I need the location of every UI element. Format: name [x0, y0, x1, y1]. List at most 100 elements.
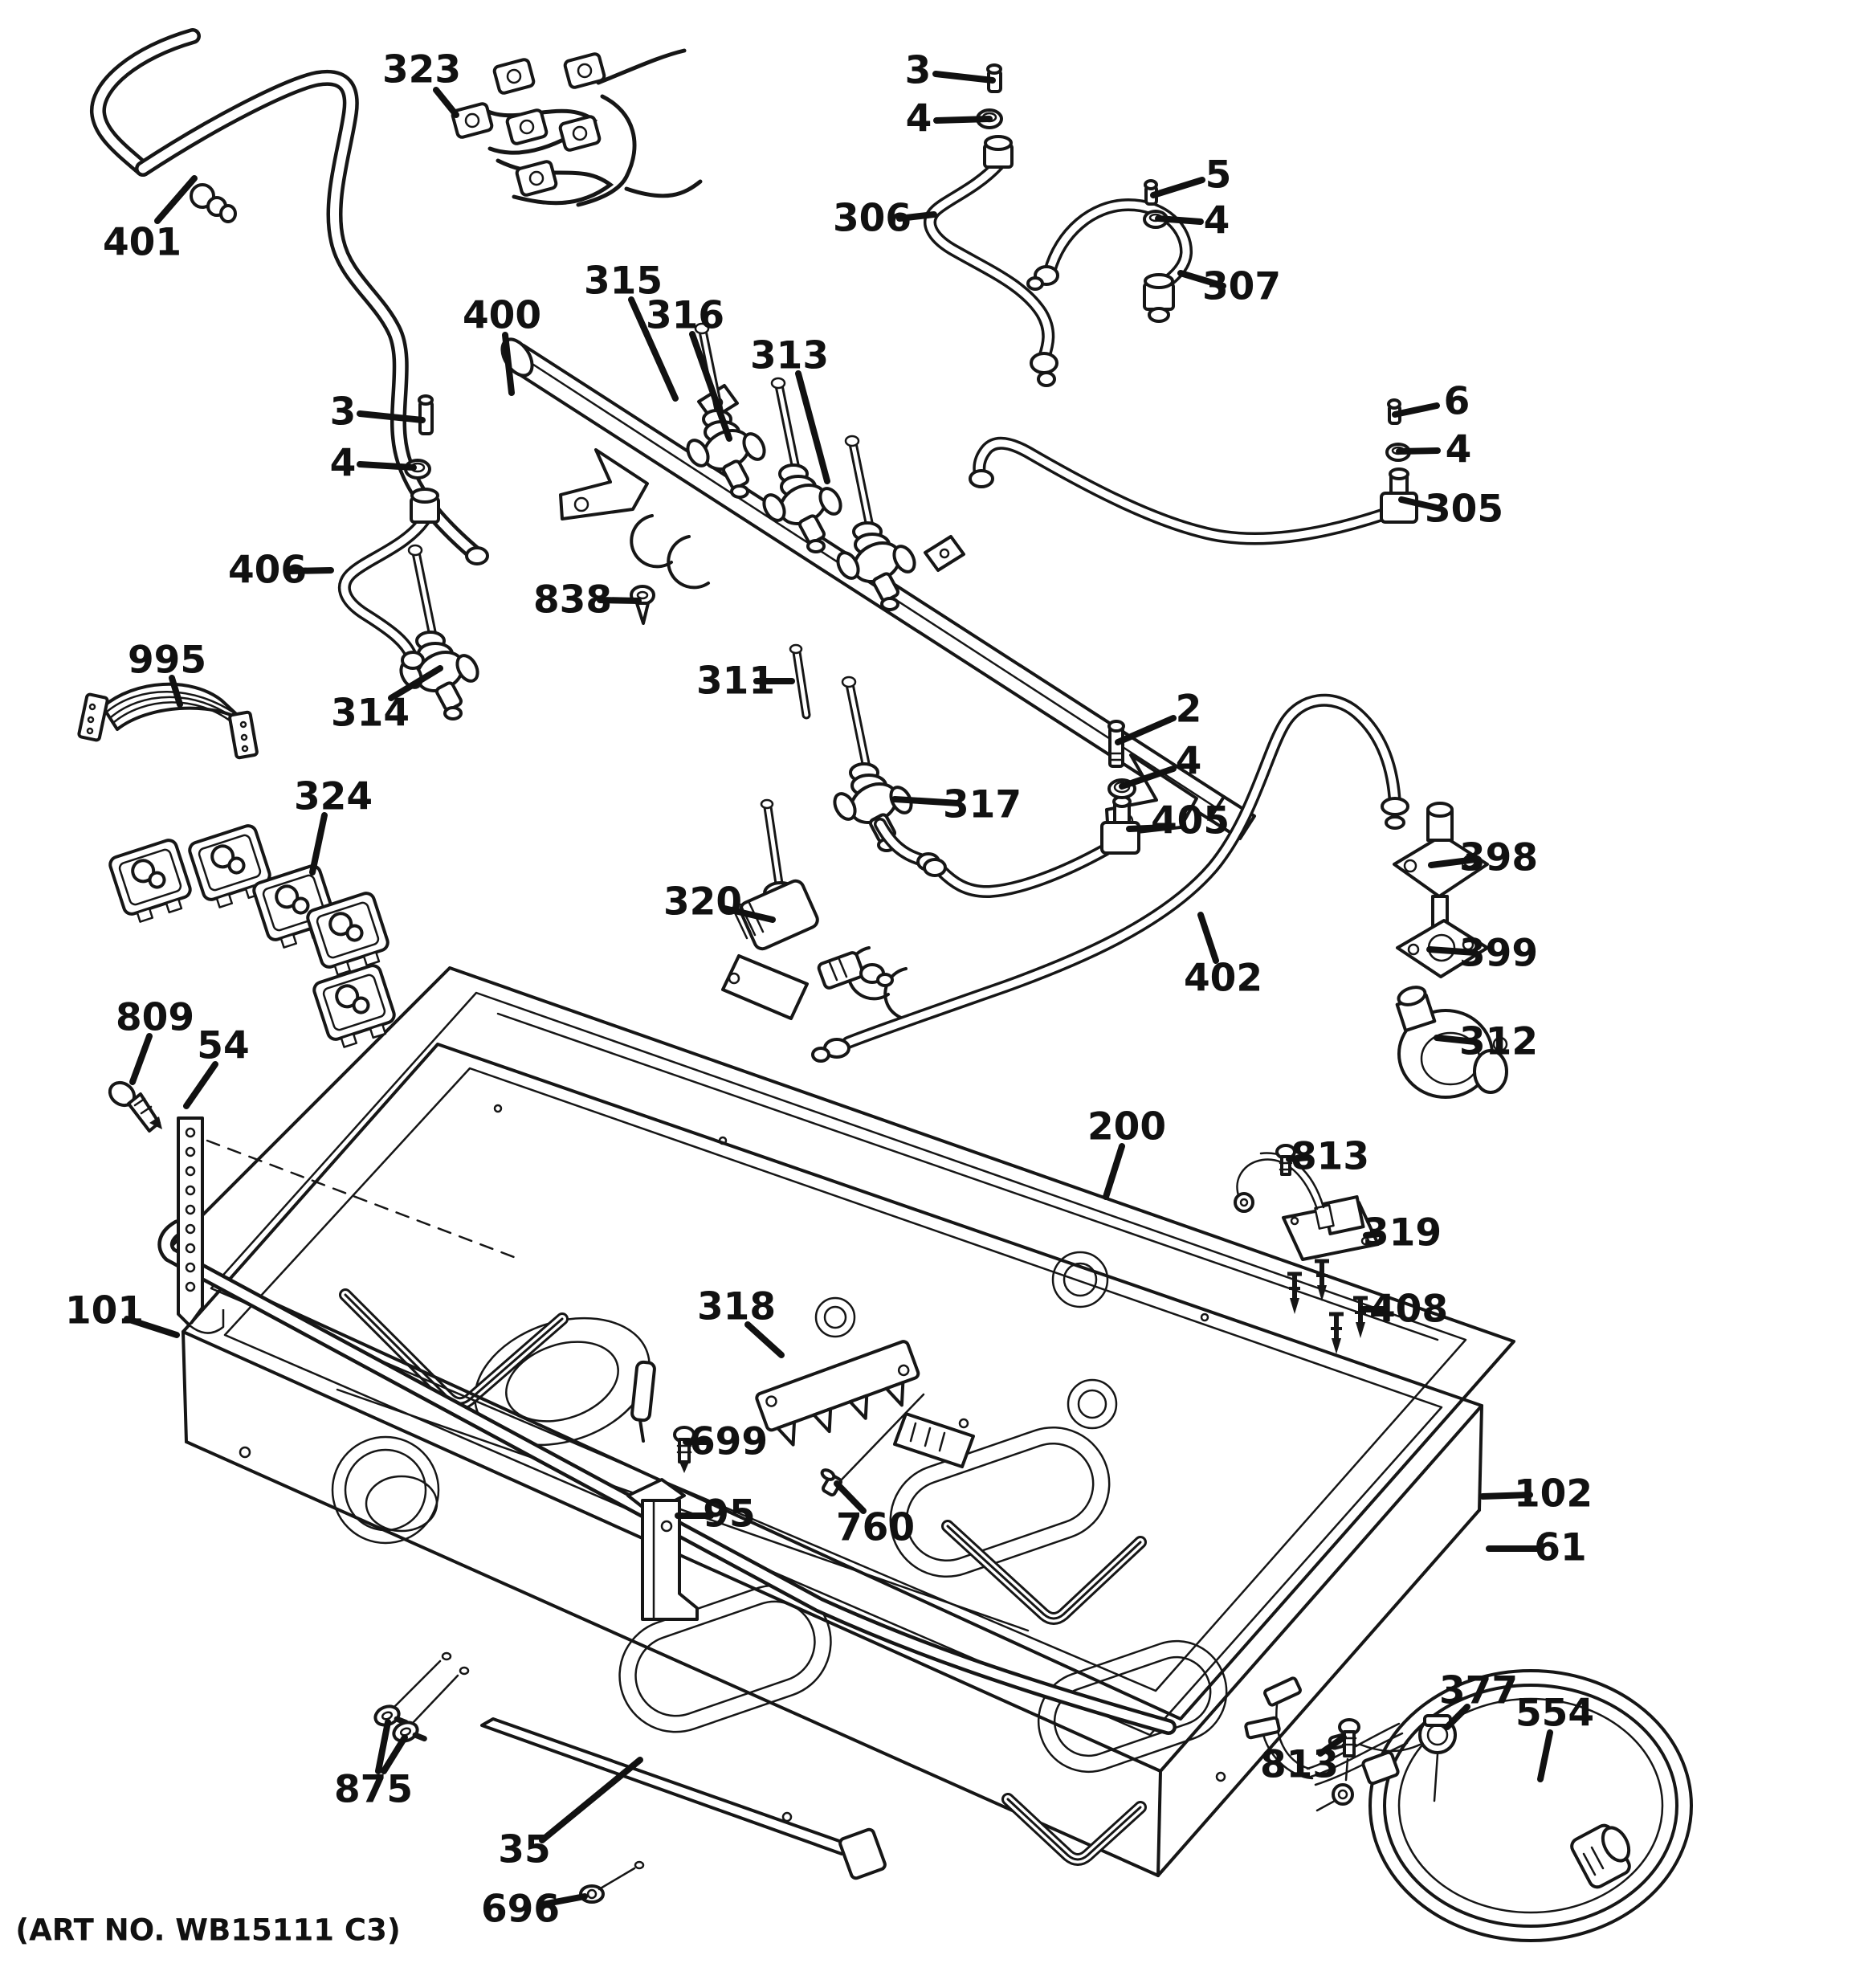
leader-line-315 [628, 296, 679, 402]
part-label-95: 95 [703, 1492, 755, 1537]
tube-307 [1026, 179, 1193, 323]
leader-line-200 [1103, 1143, 1125, 1200]
ignition-switch-harness-323 [451, 48, 703, 207]
leader-line-554 [1537, 1729, 1553, 1782]
part-label-307: 307 [1202, 265, 1281, 309]
fitting-405 [923, 795, 1140, 899]
part-label-4-mid: 4 [1176, 740, 1202, 784]
knob [108, 839, 192, 923]
leader-line-760 [834, 1480, 867, 1514]
electrode-bracket-318 [755, 1340, 975, 1468]
leader-line-5 [1150, 177, 1205, 198]
part-label-316: 316 [646, 294, 724, 338]
manifold-400 [500, 337, 1256, 1022]
part-label-399: 399 [1459, 932, 1538, 976]
leader-line-319 [1363, 1231, 1382, 1239]
leader-line-696 [539, 1893, 588, 1908]
screw-809 [108, 1080, 162, 1133]
valve-320 [721, 798, 894, 1020]
leader-line-317 [891, 796, 962, 806]
part-label-5: 5 [1205, 153, 1232, 198]
leader-line-307 [1177, 270, 1226, 289]
part-label-809: 809 [116, 996, 194, 1040]
spark-switch [451, 52, 606, 197]
part-label-699: 699 [689, 1420, 768, 1464]
leader-line-4-left [357, 461, 417, 471]
screw-813 [1275, 1144, 1296, 1176]
leader-line-6 [1392, 402, 1440, 418]
leader-line-324 [309, 812, 328, 876]
part-label-315: 315 [584, 259, 663, 304]
leader-line-4-top [933, 116, 993, 124]
bar-35 [480, 1717, 887, 1880]
leader-line-813-b [1317, 1734, 1347, 1757]
part-label-813-a: 813 [1291, 1135, 1369, 1179]
part-label-200: 200 [1087, 1105, 1166, 1149]
leader-line-399 [1426, 946, 1479, 956]
pipe-402 [811, 693, 1409, 1063]
part-label-306: 306 [833, 197, 912, 241]
part-label-2: 2 [1176, 688, 1202, 732]
orifice-bolt-3 [418, 394, 434, 435]
spark-module-319 [1234, 1144, 1380, 1261]
part-label-400: 400 [463, 294, 541, 338]
front-rail [157, 1219, 1177, 1735]
part-label-317: 317 [943, 783, 1022, 827]
leader-line-809 [129, 1033, 153, 1085]
stud-2 [1107, 720, 1125, 768]
burner-bowl [618, 1426, 1228, 1774]
leader-line-312 [1434, 1035, 1479, 1045]
part-label-313: 313 [750, 334, 829, 378]
leader-line-875 [381, 1734, 408, 1774]
leader-line-4-r1 [1155, 215, 1204, 225]
part-label-318: 318 [697, 1285, 776, 1329]
part-label-312: 312 [1459, 1020, 1538, 1064]
part-label-760: 760 [836, 1506, 915, 1550]
valve-stem-311 [789, 643, 811, 720]
harness-554 [1244, 1669, 1693, 1942]
screw-838 [630, 585, 655, 625]
knob [312, 964, 396, 1048]
leader-line-314 [388, 665, 443, 701]
regulator-312 [1395, 986, 1508, 1099]
part-label-102: 102 [1514, 1472, 1593, 1517]
part-label-305: 305 [1425, 488, 1503, 532]
orifice-bolt-5 [1144, 179, 1158, 206]
burner-opening [814, 1251, 1118, 1430]
tube-401-fitting [190, 183, 237, 223]
part-label-61: 61 [1534, 1526, 1586, 1570]
igniter-wire-channel [339, 1288, 1147, 1866]
tube-306 [924, 63, 1058, 387]
ribbon-cable-995 [77, 682, 259, 760]
part-label-554: 554 [1515, 1692, 1594, 1736]
tube-305 [969, 398, 1418, 545]
leader-line-401 [154, 175, 198, 224]
part-label-696: 696 [481, 1888, 560, 1932]
part-label-54: 54 [197, 1024, 249, 1068]
screw-696 [579, 1860, 645, 1904]
part-label-6: 6 [1444, 380, 1470, 424]
part-label-314: 314 [331, 692, 410, 736]
part-label-813-b: 813 [1260, 1743, 1339, 1787]
part-label-311: 311 [696, 659, 775, 704]
leader-line-101 [124, 1316, 180, 1338]
burner-ring [474, 1316, 651, 1447]
part-label-3-top: 3 [905, 49, 932, 93]
part-label-3-left: 3 [330, 390, 357, 435]
leader-line-377 [1444, 1704, 1470, 1730]
part-label-319: 319 [1363, 1211, 1442, 1255]
leader-line-318 [744, 1321, 785, 1358]
leader-line-102 [1479, 1492, 1533, 1500]
fasteners-408 [1287, 1261, 1368, 1354]
leader-line-838 [597, 597, 642, 604]
leader-line-405 [1126, 824, 1169, 832]
part-label-320: 320 [663, 880, 742, 925]
part-label-324: 324 [294, 775, 373, 819]
harness-plug [1570, 1823, 1631, 1889]
leader-line-305 [1398, 496, 1443, 512]
burner-hole [331, 1435, 440, 1545]
part-label-405: 405 [1151, 799, 1230, 843]
